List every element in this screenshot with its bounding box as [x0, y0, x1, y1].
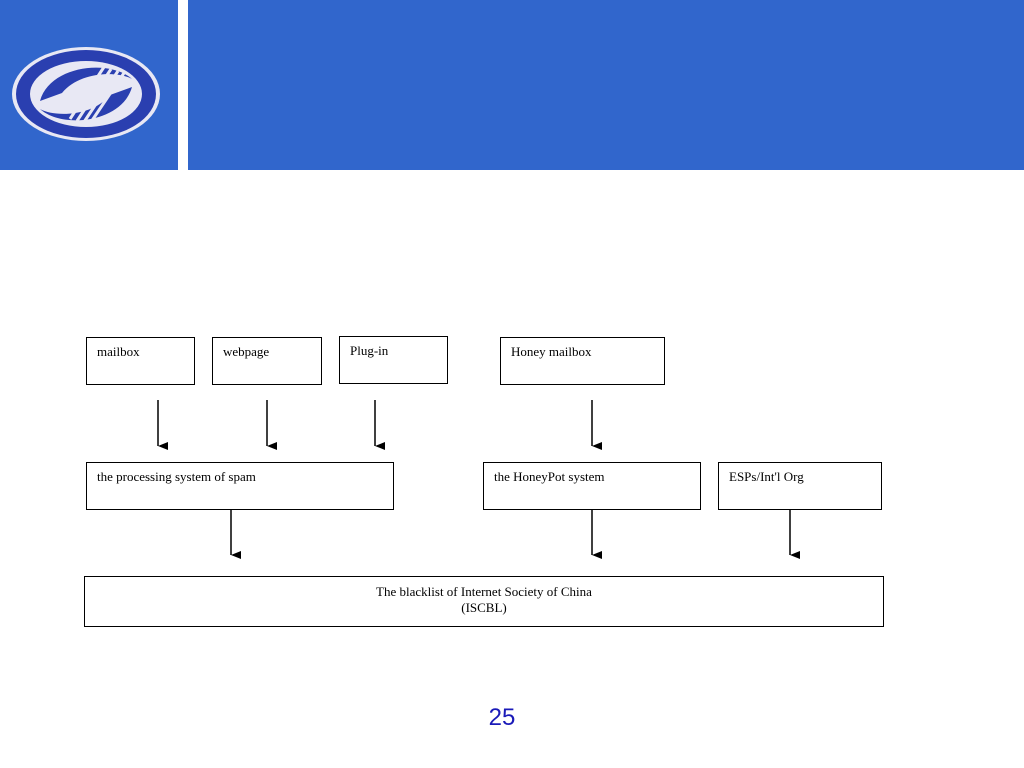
- source-honey-mailbox-label: Honey mailbox: [511, 344, 592, 359]
- blacklist-abbreviation: (ISCBL): [461, 600, 507, 615]
- source-webpage-box: webpage: [212, 337, 322, 385]
- esps-org-box: ESPs/Int'l Org: [718, 462, 882, 510]
- blacklist-title: The blacklist of Internet Society of Chi…: [376, 584, 592, 599]
- header-banner: [188, 0, 1024, 170]
- esps-org-label: ESPs/Int'l Org: [729, 469, 804, 484]
- blacklist-box: The blacklist of Internet Society of Chi…: [84, 576, 884, 627]
- source-mailbox-label: mailbox: [97, 344, 140, 359]
- processing-system-box: the processing system of spam: [86, 462, 394, 510]
- page-number: 25: [488, 704, 516, 731]
- source-webpage-label: webpage: [223, 344, 270, 359]
- isc-logo-icon: [12, 47, 160, 141]
- source-mailbox-box: mailbox: [86, 337, 195, 385]
- header-left-panel: [0, 0, 178, 170]
- honeypot-system-label: the HoneyPot system: [494, 469, 605, 484]
- processing-system-label: the processing system of spam: [97, 469, 256, 484]
- honeypot-system-box: the HoneyPot system: [483, 462, 701, 510]
- header-divider: [178, 0, 188, 170]
- source-plugin-box: Plug-in: [339, 336, 448, 384]
- source-plugin-label: Plug-in: [350, 343, 389, 358]
- source-honey-mailbox-box: Honey mailbox: [500, 337, 665, 385]
